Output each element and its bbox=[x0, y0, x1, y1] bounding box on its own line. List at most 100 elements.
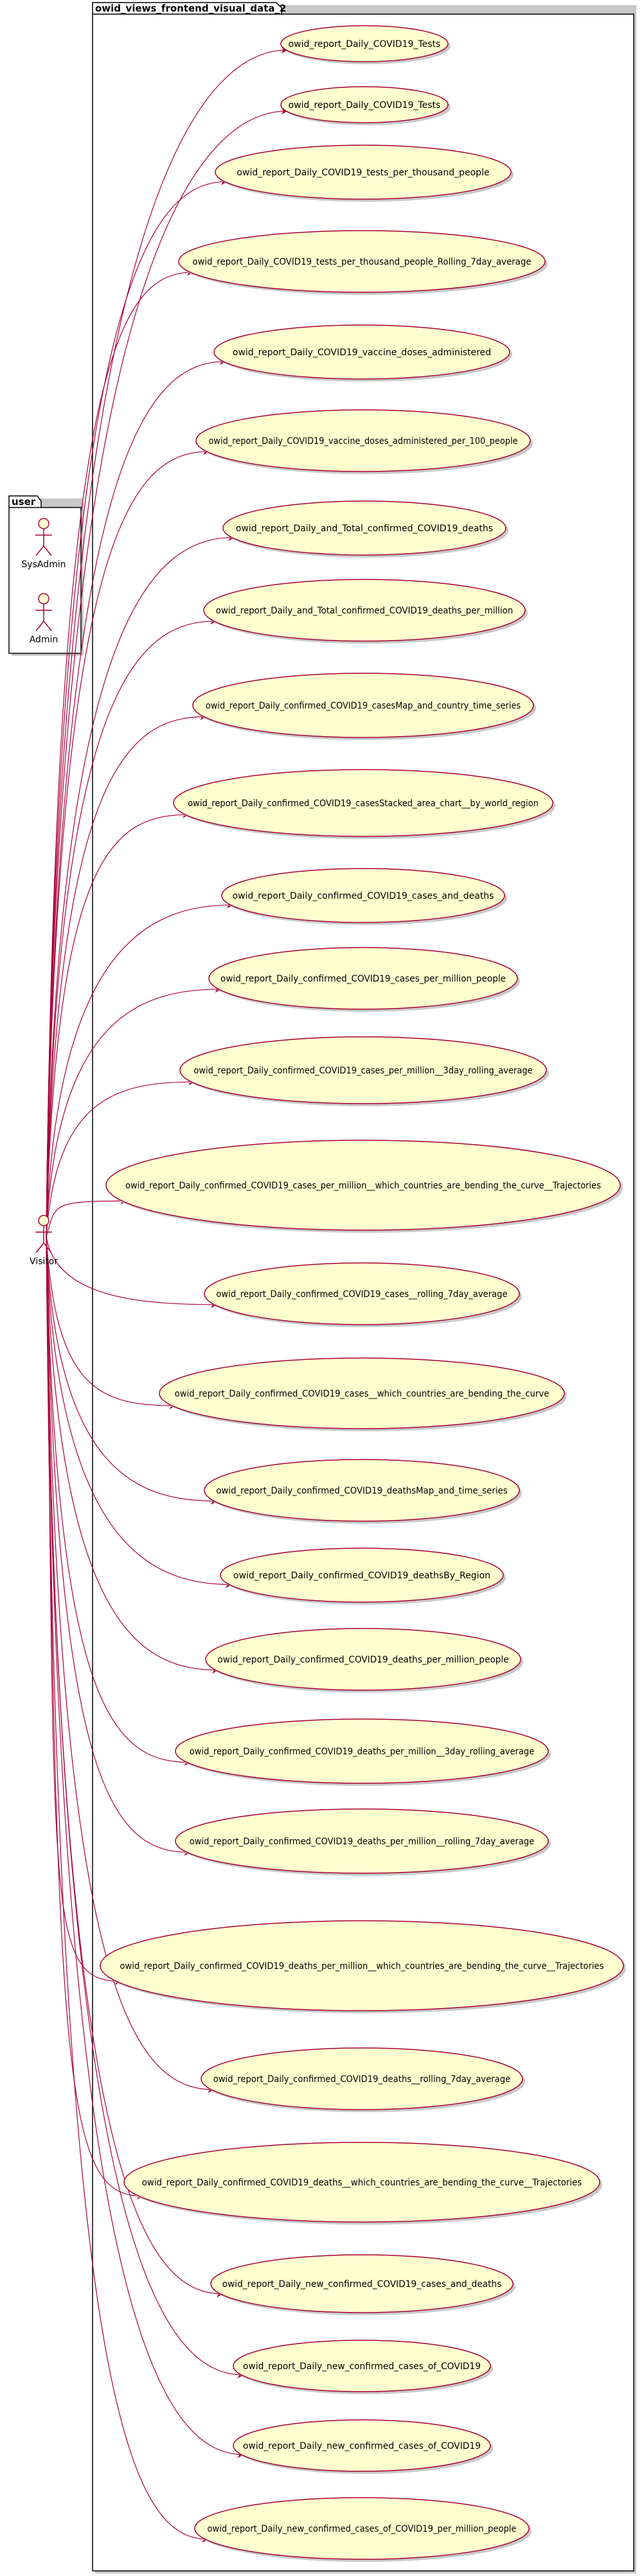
use-case-label: owid_report_Daily_confirmed_COVID19_deat… bbox=[233, 1571, 490, 1581]
use-case-ellipse bbox=[175, 1718, 549, 1784]
use-case: owid_report_Daily_confirmed_COVID19_deat… bbox=[205, 1628, 523, 1693]
use-case: owid_report_Daily_confirmed_COVID19_case… bbox=[204, 1262, 522, 1327]
association-edge bbox=[46, 358, 227, 1237]
use-case-label: owid_report_Daily_confirmed_COVID19_case… bbox=[193, 1066, 532, 1076]
use-case: owid_report_Daily_COVID19_vaccine_doses_… bbox=[213, 324, 512, 382]
use-case-ellipse bbox=[173, 769, 553, 837]
use-case-label: owid_report_Daily_confirmed_COVID19_case… bbox=[175, 1389, 550, 1399]
use-case: owid_report_Daily_confirmed_COVID19_deat… bbox=[100, 1920, 626, 2013]
use-case: owid_report_Daily_confirmed_COVID19_deat… bbox=[220, 1548, 506, 1605]
use-case-ellipse bbox=[233, 2419, 491, 2472]
association-edge bbox=[46, 1236, 192, 1856]
use-case-ellipse bbox=[179, 1036, 547, 1104]
actor-admin-figure bbox=[35, 593, 52, 631]
use-case-label: owid_report_Daily_confirmed_COVID19_case… bbox=[125, 1181, 601, 1191]
use-case: owid_report_Daily_new_confirmed_cases_of… bbox=[233, 2340, 493, 2394]
use-case-ellipse bbox=[204, 1459, 520, 1522]
association-edge bbox=[46, 1236, 144, 2200]
use-case-label: owid_report_Daily_COVID19_Tests bbox=[289, 39, 441, 49]
use-case-label: owid_report_Daily_COVID19_vaccine_doses_… bbox=[233, 348, 491, 358]
use-case-label: owid_report_Daily_confirmed_COVID19_case… bbox=[220, 974, 506, 984]
use-case-ellipse bbox=[222, 500, 506, 556]
use-case: owid_report_Daily_new_confirmed_cases_of… bbox=[233, 2419, 493, 2474]
association-edge bbox=[46, 534, 235, 1237]
association-edge bbox=[46, 617, 218, 1237]
use-case: owid_report_Daily_confirmed_COVID19_case… bbox=[192, 673, 536, 740]
use-case-ellipse bbox=[178, 230, 546, 293]
use-case-ellipse bbox=[204, 1262, 520, 1325]
use-case: owid_report_Daily_COVID19_Tests bbox=[280, 86, 451, 125]
use-case: owid_report_Daily_confirmed_COVID19_deat… bbox=[204, 1459, 522, 1524]
use-case-ellipse bbox=[280, 86, 449, 123]
use-case-ellipse bbox=[213, 324, 510, 380]
use-case-label: owid_report_Daily_and_Total_confirmed_CO… bbox=[216, 606, 514, 616]
association-edge bbox=[46, 269, 194, 1237]
association-edge bbox=[46, 1236, 245, 2379]
use-case: owid_report_Daily_COVID19_tests_per_thou… bbox=[178, 230, 548, 295]
use-case-ellipse bbox=[280, 25, 449, 62]
use-case: owid_report_Daily_confirmed_COVID19_case… bbox=[173, 769, 555, 839]
association-edge bbox=[46, 107, 289, 1237]
use-case-ellipse bbox=[194, 2497, 530, 2560]
actor-sysadmin-label: SysAdmin bbox=[21, 560, 66, 570]
use-case: owid_report_Daily_confirmed_COVID19_case… bbox=[179, 1036, 549, 1106]
use-case-label: owid_report_Daily_confirmed_COVID19_case… bbox=[233, 891, 494, 901]
association-edge bbox=[46, 1197, 128, 1237]
actor-sysadmin: SysAdmin bbox=[21, 518, 66, 570]
use-case-label: owid_report_Daily_new_confirmed_cases_of… bbox=[243, 2441, 481, 2451]
association-edge bbox=[46, 1236, 209, 2543]
association-edge bbox=[46, 811, 190, 1237]
use-case-label: owid_report_Daily_COVID19_Tests bbox=[289, 100, 441, 110]
association-edges bbox=[46, 46, 289, 2543]
use-case: owid_report_Daily_COVID19_Tests bbox=[280, 25, 451, 64]
use-case: owid_report_Daily_confirmed_COVID19_deat… bbox=[123, 2142, 602, 2225]
use-case-label: owid_report_Daily_confirmed_COVID19_deat… bbox=[142, 2178, 582, 2188]
association-edge bbox=[46, 1078, 195, 1237]
use-cases: owid_report_Daily_COVID19_Tests owid_repo… bbox=[100, 25, 626, 2562]
use-case: owid_report_Daily_confirmed_COVID19_case… bbox=[208, 947, 520, 1012]
association-edge bbox=[46, 46, 289, 1237]
actor-visitor: Visitor bbox=[30, 1215, 58, 1267]
use-case-ellipse bbox=[221, 868, 505, 923]
association-edge bbox=[46, 448, 210, 1237]
use-case: owid_report_Daily_confirmed_COVID19_case… bbox=[221, 868, 507, 925]
actor-sysadmin-figure bbox=[35, 518, 52, 556]
use-case: owid_report_Daily_confirmed_COVID19_case… bbox=[159, 1357, 567, 1431]
use-case-label: owid_report_Daily_confirmed_COVID19_deat… bbox=[190, 1747, 535, 1757]
use-case: owid_report_Daily_confirmed_COVID19_deat… bbox=[175, 1718, 551, 1786]
use-case-ellipse bbox=[220, 1548, 504, 1603]
use-case: owid_report_Daily_and_Total_confirmed_CO… bbox=[222, 500, 508, 558]
use-case-label: owid_report_Daily_confirmed_COVID19_case… bbox=[188, 798, 539, 809]
use-case-ellipse bbox=[205, 1628, 521, 1691]
use-case: owid_report_Daily_new_confirmed_cases_of… bbox=[194, 2497, 532, 2562]
association-edge bbox=[46, 178, 228, 1237]
association-edge bbox=[46, 1236, 177, 1409]
use-case-ellipse bbox=[210, 2254, 514, 2313]
use-case-label: owid_report_Daily_confirmed_COVID19_deat… bbox=[190, 1837, 535, 1847]
use-case-label: owid_report_Daily_confirmed_COVID19_case… bbox=[206, 701, 521, 711]
use-case-ellipse bbox=[201, 2047, 523, 2110]
use-case-label: owid_report_Daily_COVID19_tests_per_thou… bbox=[192, 257, 531, 267]
use-case-label: owid_report_Daily_and_Total_confirmed_CO… bbox=[236, 524, 493, 534]
use-case: owid_report_Daily_confirmed_COVID19_deat… bbox=[201, 2047, 525, 2112]
use-case: owid_report_Daily_new_confirmed_COVID19_… bbox=[210, 2254, 515, 2315]
association-edge bbox=[46, 713, 208, 1237]
association-edge bbox=[46, 1236, 245, 2458]
use-case: owid_report_Daily_confirmed_COVID19_deat… bbox=[175, 1808, 551, 1876]
use-case-ellipse bbox=[208, 947, 518, 1010]
use-case: owid_report_Daily_confirmed_COVID19_case… bbox=[105, 1140, 623, 1233]
use-case-ellipse bbox=[233, 2340, 491, 2392]
actor-admin: Admin bbox=[30, 593, 58, 645]
association-edge bbox=[46, 1236, 215, 2094]
use-case-ellipse bbox=[175, 1808, 549, 1874]
use-case-label: owid_report_Daily_confirmed_COVID19_case… bbox=[216, 1289, 507, 1300]
use-case-label: owid_report_Daily_new_confirmed_COVID19_… bbox=[222, 2279, 502, 2289]
use-case-ellipse bbox=[100, 1920, 624, 2011]
use-case: owid_report_Daily_and_Total_confirmed_CO… bbox=[203, 579, 528, 644]
association-edge bbox=[46, 1236, 218, 1505]
use-case: owid_report_Daily_COVID19_tests_per_thou… bbox=[215, 145, 514, 202]
use-case-label: owid_report_Daily_new_confirmed_cases_of… bbox=[243, 2361, 481, 2372]
use-case-ellipse bbox=[195, 409, 531, 472]
use-case-label: owid_report_Daily_new_confirmed_cases_of… bbox=[208, 2524, 517, 2534]
